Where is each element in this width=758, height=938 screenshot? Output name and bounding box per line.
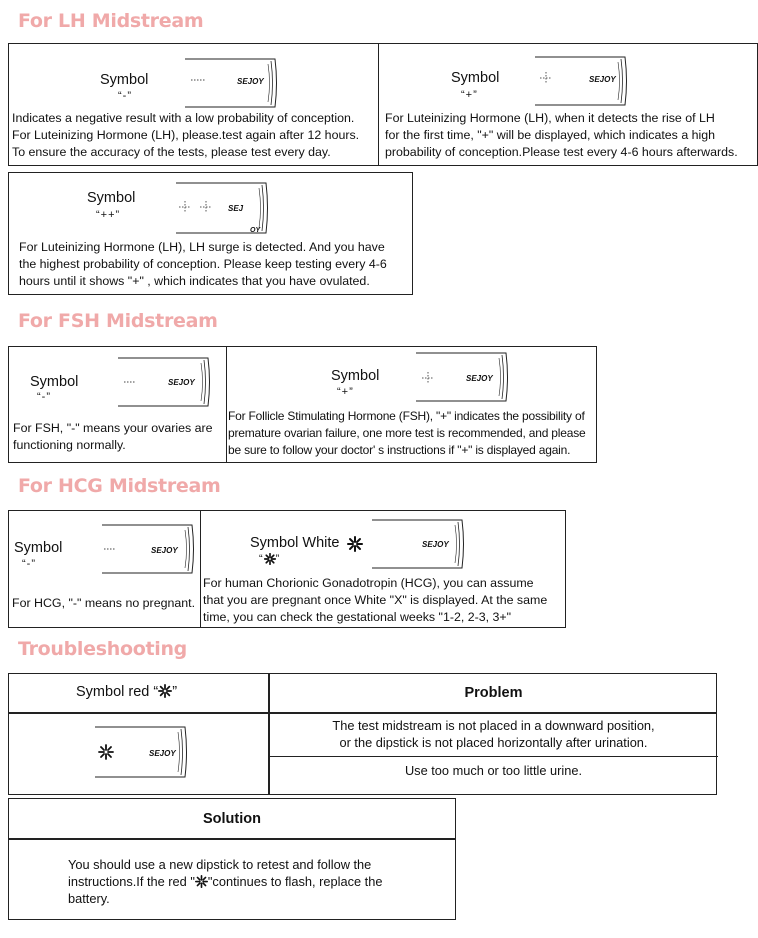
fsh-negative-card: Symbol “-” SEJOY For FSH, "-" means your… bbox=[8, 346, 227, 463]
lh-surge-card: Symbol “++” SEJ OY For Luteinizing Hormo… bbox=[8, 172, 413, 295]
fsh-positive-desc: For Follicle Stimulating Hormone (FSH), … bbox=[228, 409, 586, 457]
lh-negative-desc: Indicates a negative result with a low p… bbox=[12, 111, 360, 159]
troubleshooting-table: Symbol red “” Problem SEJOY The test mid… bbox=[8, 673, 718, 795]
solution-table: Solution You should use a new dipstick t… bbox=[8, 798, 456, 920]
display-screen-positive: SEJOY bbox=[529, 56, 629, 106]
problem-header: Problem bbox=[464, 685, 523, 701]
hcg-positive-desc: For human Chorionic Gonadotropin (HCG), … bbox=[203, 576, 548, 624]
symbol-label: Symbol bbox=[451, 70, 500, 86]
hcg-positive-card: Symbol White “” SEJOY For human Chorioni… bbox=[200, 510, 566, 628]
lh-negative-card: Symbol “-” SEJOY Indicates a negative re… bbox=[8, 43, 379, 166]
symbol-header: Symbol red “” bbox=[76, 684, 178, 700]
display-screen-white: SEJOY bbox=[366, 519, 466, 569]
lh-surge-desc: For Luteinizing Hormone (LH), LH surge i… bbox=[19, 240, 387, 288]
brand-text: SEJOY bbox=[589, 75, 616, 84]
brand-text: SEJOY bbox=[422, 540, 449, 549]
display-screen-error: SEJOY bbox=[89, 726, 189, 778]
display-screen-negative: SEJOY bbox=[179, 58, 279, 108]
asterisk-icon bbox=[194, 875, 208, 888]
asterisk-icon bbox=[347, 536, 363, 557]
symbol-label: Symbol bbox=[30, 374, 79, 390]
symbol-code: “-” bbox=[22, 558, 36, 570]
symbol-label: Symbol bbox=[87, 190, 136, 206]
plus-dotted-icon bbox=[422, 372, 434, 384]
brand-text: SEJOY bbox=[149, 749, 176, 758]
symbol-code: “+” bbox=[337, 386, 354, 398]
symbol-code: “++” bbox=[96, 209, 121, 221]
solution-divider bbox=[9, 838, 455, 840]
display-screen-negative: SEJOY bbox=[112, 357, 212, 407]
hcg-section-title: For HCG Midstream bbox=[18, 475, 221, 497]
brand-text: SEJOY bbox=[466, 374, 493, 383]
fsh-section-title: For FSH Midstream bbox=[18, 310, 218, 332]
hcg-negative-card: Symbol “-” SEJOY For HCG, "-" means no p… bbox=[8, 510, 201, 628]
fsh-positive-card: Symbol “+” SEJOY For Follicle Stimulatin… bbox=[226, 346, 597, 463]
hcg-negative-desc: For HCG, "-" means no pregnant. bbox=[12, 596, 196, 610]
brand-text: SEJOY bbox=[237, 77, 264, 86]
troubleshooting-title: Troubleshooting bbox=[18, 638, 187, 660]
column-divider bbox=[268, 674, 270, 794]
problem-2: Use too much or too little urine. bbox=[404, 763, 583, 778]
brand-text: SEJOY bbox=[168, 378, 195, 387]
lh-positive-card: Symbol “+” SEJOY For Luteinizing Hormone… bbox=[378, 43, 758, 166]
fsh-negative-desc: For FSH, "-" means your ovaries are func… bbox=[13, 421, 213, 452]
display-screen-surge: SEJ OY bbox=[170, 182, 270, 234]
symbol-code: “+” bbox=[461, 89, 478, 101]
symbol-label: Symbol bbox=[14, 540, 63, 556]
display-screen-negative: SEJOY bbox=[96, 524, 196, 574]
header-divider bbox=[9, 712, 716, 714]
asterisk-icon bbox=[98, 744, 114, 760]
row-divider bbox=[268, 756, 718, 757]
problem-1: The test midstream is not placed in a do… bbox=[332, 718, 655, 750]
brand-text-right: OY bbox=[250, 227, 261, 234]
plus-dotted-icon bbox=[540, 72, 552, 84]
symbol-code: “-” bbox=[118, 90, 132, 102]
brand-text: SEJOY bbox=[151, 546, 178, 555]
symbol-code: “” bbox=[259, 553, 281, 566]
solution-text: You should use a new dipstick to retest … bbox=[68, 857, 383, 906]
lh-positive-desc: For Luteinizing Hormone (LH), when it de… bbox=[385, 111, 738, 159]
double-plus-dotted-icon bbox=[179, 201, 212, 213]
symbol-label: Symbol bbox=[331, 368, 380, 384]
display-screen-positive: SEJOY bbox=[410, 352, 510, 402]
symbol-label: Symbol White bbox=[250, 535, 340, 551]
solution-header: Solution bbox=[203, 811, 261, 827]
asterisk-icon bbox=[158, 684, 173, 698]
symbol-code: “-” bbox=[37, 391, 51, 403]
asterisk-icon bbox=[263, 553, 276, 566]
symbol-label: Symbol bbox=[100, 72, 149, 88]
brand-text-left: SEJ bbox=[228, 204, 244, 213]
lh-section-title: For LH Midstream bbox=[18, 10, 204, 32]
